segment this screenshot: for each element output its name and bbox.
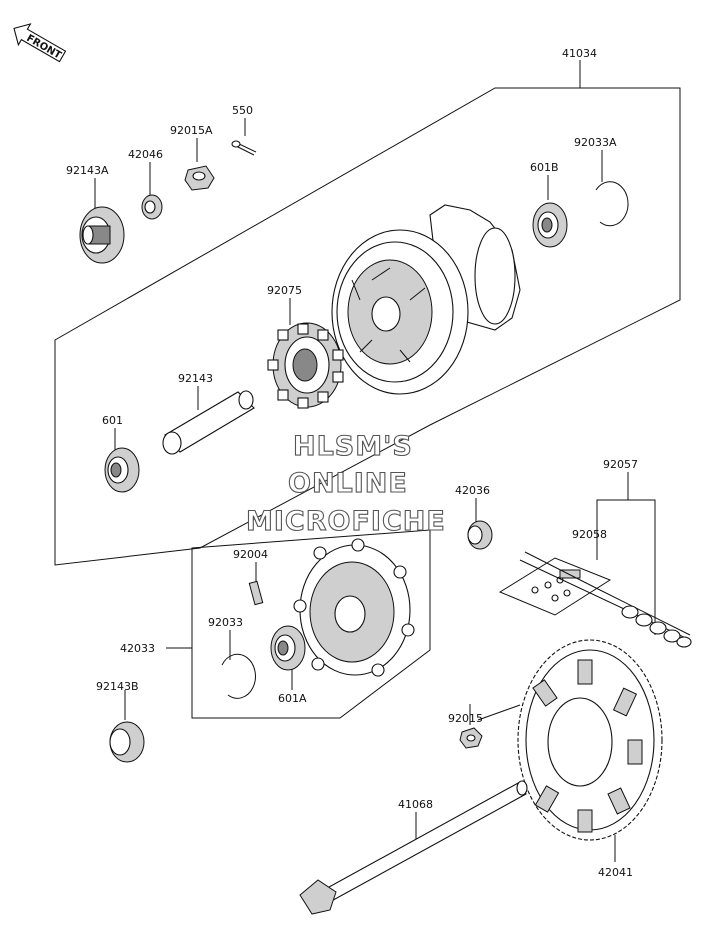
part-label-92075: 92075 <box>267 284 302 297</box>
part-label-550: 550 <box>232 104 253 117</box>
part-label-92015: 92015 <box>448 712 483 725</box>
front-arrow-icon: FRONT <box>13 23 67 63</box>
part-label-41034: 41034 <box>562 47 597 60</box>
sprocket-carrier-outline <box>191 529 431 719</box>
bearing-icon <box>270 625 306 671</box>
castle-nut-icon <box>184 165 215 191</box>
part-label-42033: 42033 <box>120 642 155 655</box>
part-label-601b: 601B <box>530 161 559 174</box>
watermark-line-2: ONLINE <box>288 468 408 499</box>
watermark: HLSM'S ONLINE MICROFICHE <box>245 430 446 537</box>
stud-bolt-icon <box>248 580 264 606</box>
part-label-92015a: 92015A <box>170 124 213 137</box>
part-label-92058: 92058 <box>572 528 607 541</box>
rear-sprocket-icon <box>517 639 663 841</box>
collar-icon <box>141 194 163 220</box>
bearing-icon <box>104 447 140 493</box>
collar-icon <box>109 721 145 763</box>
flanged-collar-icon <box>79 206 125 264</box>
part-label-601: 601 <box>102 414 123 427</box>
part-label-601a: 601A <box>278 692 307 705</box>
cotter-pin-icon <box>231 140 257 156</box>
part-label-42041: 42041 <box>598 866 633 879</box>
part-label-92143a: 92143A <box>66 164 109 177</box>
part-label-92004: 92004 <box>233 548 268 561</box>
circlip-icon <box>221 653 256 699</box>
part-label-92033a: 92033A <box>574 136 617 149</box>
sprocket-carrier-icon <box>293 538 415 677</box>
leader-lines <box>94 118 616 862</box>
spacer-tube-icon <box>162 390 255 455</box>
part-label-42046: 42046 <box>128 148 163 161</box>
circlip-icon <box>595 181 629 227</box>
part-label-42036: 42036 <box>455 484 490 497</box>
part-label-92057: 92057 <box>603 458 638 471</box>
master-link-icon <box>498 557 612 616</box>
nut-icon <box>459 727 483 749</box>
hub-assembly-outline <box>54 87 681 566</box>
damper-icon <box>267 322 344 409</box>
collar-icon <box>467 520 493 550</box>
axle-icon <box>299 780 528 915</box>
part-label-92143b: 92143B <box>96 680 139 693</box>
part-labels: 41034 550 92015A 92033A 42046 92143A 601… <box>66 47 638 879</box>
bearing-icon <box>532 202 568 248</box>
drive-chain-icon <box>519 551 692 648</box>
watermark-line-1: HLSM'S <box>293 431 413 462</box>
part-label-92033: 92033 <box>208 616 243 629</box>
part-label-41068: 41068 <box>398 798 433 811</box>
watermark-line-3: MICROFICHE <box>246 506 446 537</box>
wheel-hub-icon <box>331 204 521 395</box>
part-label-92143: 92143 <box>178 372 213 385</box>
